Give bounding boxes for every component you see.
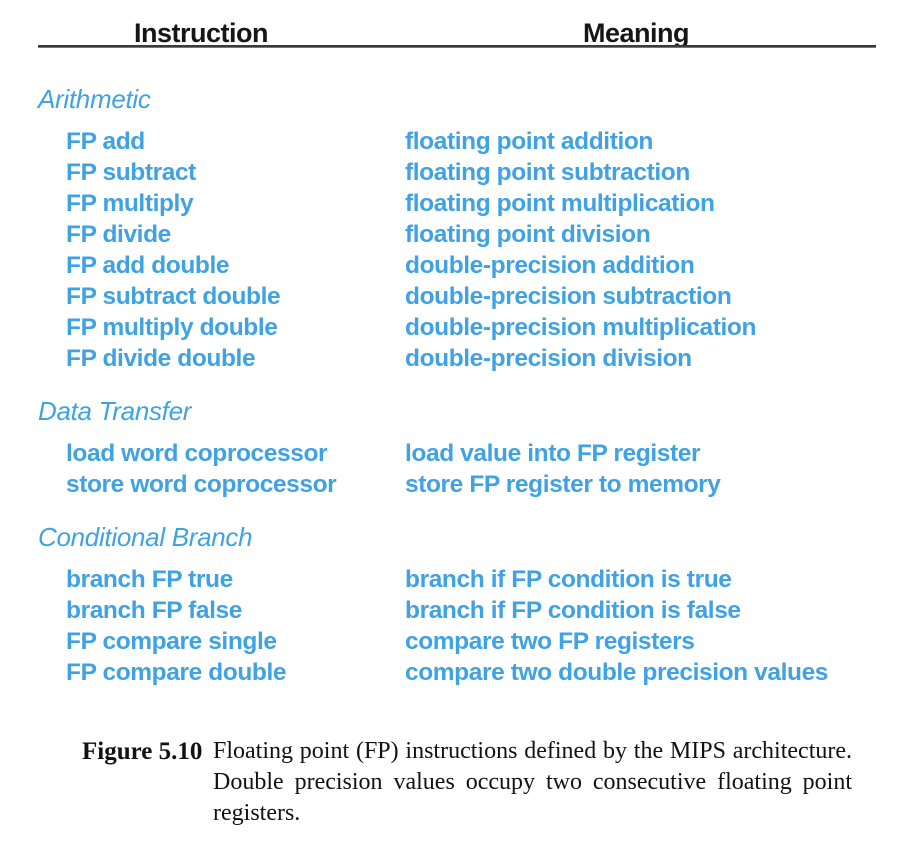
table-row: branch FP true branch if FP condition is … xyxy=(66,564,924,595)
column-header-meaning: Meaning xyxy=(582,18,690,48)
table-row: FP divide floating point division xyxy=(66,219,924,250)
meaning-cell: floating point subtraction xyxy=(405,159,690,186)
table-row: FP subtract floating point subtraction xyxy=(66,157,924,188)
table-section: Data Transfer load word coprocessor load v… xyxy=(0,396,924,500)
figure-caption: Figure 5.10 Floating point (FP) instruct… xyxy=(82,736,852,829)
section-title: Data Transfer xyxy=(38,396,192,426)
instruction-cell: FP add xyxy=(66,128,145,155)
table-row: load word coprocessor load value into FP … xyxy=(66,438,924,469)
table-row: FP multiply double double-precision multi… xyxy=(66,312,924,343)
table-row: FP divide double double-precision divisio… xyxy=(66,343,924,374)
instruction-cell: FP multiply double xyxy=(66,314,278,341)
meaning-cell: floating point addition xyxy=(405,128,653,155)
header-rule xyxy=(38,45,876,48)
table-row: FP multiply floating point multiplication xyxy=(66,188,924,219)
section-title: Arithmetic xyxy=(38,84,151,114)
table-row: branch FP false branch if FP condition is… xyxy=(66,595,924,626)
meaning-cell: floating point multiplication xyxy=(405,190,715,217)
instruction-cell: FP subtract xyxy=(66,159,196,186)
instruction-cell: FP compare single xyxy=(66,628,277,655)
table-row: store word coprocessor store FP register … xyxy=(66,469,924,500)
meaning-cell: branch if FP condition is true xyxy=(405,566,732,593)
instruction-cell: FP divide double xyxy=(66,345,256,372)
meaning-cell: store FP register to memory xyxy=(405,471,721,498)
meaning-cell: double-precision addition xyxy=(405,252,695,279)
meaning-cell: floating point division xyxy=(405,221,651,248)
table-row: FP add floating point addition xyxy=(66,126,924,157)
meaning-cell: double-precision division xyxy=(405,345,692,372)
instruction-cell: FP subtract double xyxy=(66,283,281,310)
meaning-cell: compare two double precision values xyxy=(405,659,829,686)
meaning-cell: double-precision multiplication xyxy=(405,314,757,341)
instruction-cell: store word coprocessor xyxy=(66,471,337,498)
meaning-cell: double-precision subtraction xyxy=(405,283,732,310)
table-row: FP add double double-precision addition xyxy=(66,250,924,281)
figure-caption-text: Floating point (FP) instructions defined… xyxy=(213,738,852,826)
section-title: Conditional Branch xyxy=(38,522,253,552)
meaning-cell: compare two FP registers xyxy=(405,628,695,655)
meaning-cell: load value into FP register xyxy=(405,440,701,467)
figure-caption-label: Figure 5.10 xyxy=(82,738,203,765)
instruction-cell: FP add double xyxy=(66,252,230,279)
instruction-cell: FP compare double xyxy=(66,659,287,686)
instruction-cell: FP multiply xyxy=(66,190,194,217)
table-row: FP compare double compare two double prec… xyxy=(66,657,924,688)
table-section: Conditional Branch branch FP true branch i… xyxy=(0,522,924,688)
table-row: FP subtract double double-precision subtr… xyxy=(66,281,924,312)
meaning-cell: branch if FP condition is false xyxy=(405,597,741,624)
instruction-cell: branch FP true xyxy=(66,566,233,593)
column-header-instruction: Instruction xyxy=(134,18,269,48)
instruction-cell: FP divide xyxy=(66,221,171,248)
instruction-cell: load word coprocessor xyxy=(66,440,328,467)
table-row: FP compare single compare two FP register… xyxy=(66,626,924,657)
instruction-cell: branch FP false xyxy=(66,597,243,624)
